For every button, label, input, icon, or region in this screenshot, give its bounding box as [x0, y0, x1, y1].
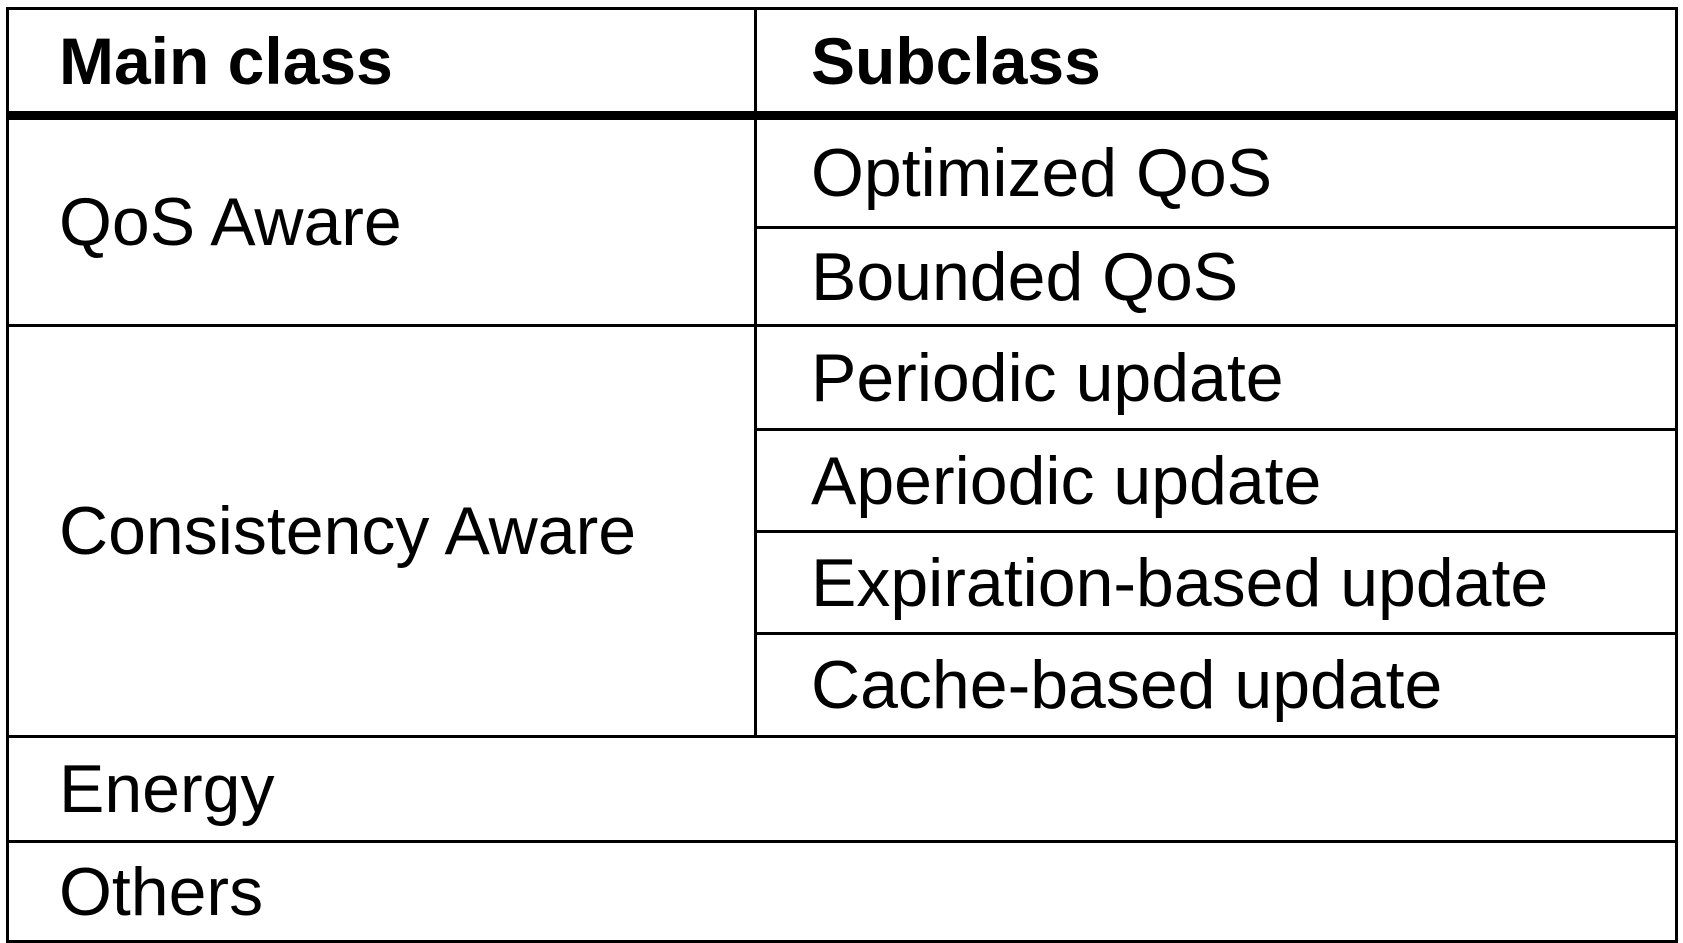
main-class-cell: QoS Aware — [59, 184, 402, 260]
header-main-class: Main class — [59, 23, 393, 98]
subclass-cell: Periodic update — [811, 339, 1284, 416]
subclass-divider — [757, 632, 1675, 635]
subclass-cell: Aperiodic update — [811, 442, 1322, 519]
column-divider — [754, 10, 757, 735]
main-class-cell: Others — [59, 853, 264, 930]
subclass-divider — [757, 428, 1675, 431]
row-divider — [9, 840, 1675, 843]
subclass-divider — [757, 530, 1675, 533]
main-class-cell: Energy — [59, 751, 275, 827]
header-subclass: Subclass — [811, 23, 1101, 98]
subclass-cell: Expiration-based update — [811, 544, 1549, 621]
subclass-cell: Bounded QoS — [811, 238, 1239, 315]
classification-table: Main class Subclass QoS Aware Optimized … — [6, 7, 1678, 943]
subclass-cell: Optimized QoS — [811, 135, 1273, 211]
main-class-cell: Consistency Aware — [59, 493, 637, 569]
row-divider — [9, 324, 1675, 327]
subclass-cell: Cache-based update — [811, 647, 1443, 723]
row-divider — [9, 735, 1675, 738]
subclass-divider — [757, 226, 1675, 229]
header-divider — [9, 111, 1675, 120]
